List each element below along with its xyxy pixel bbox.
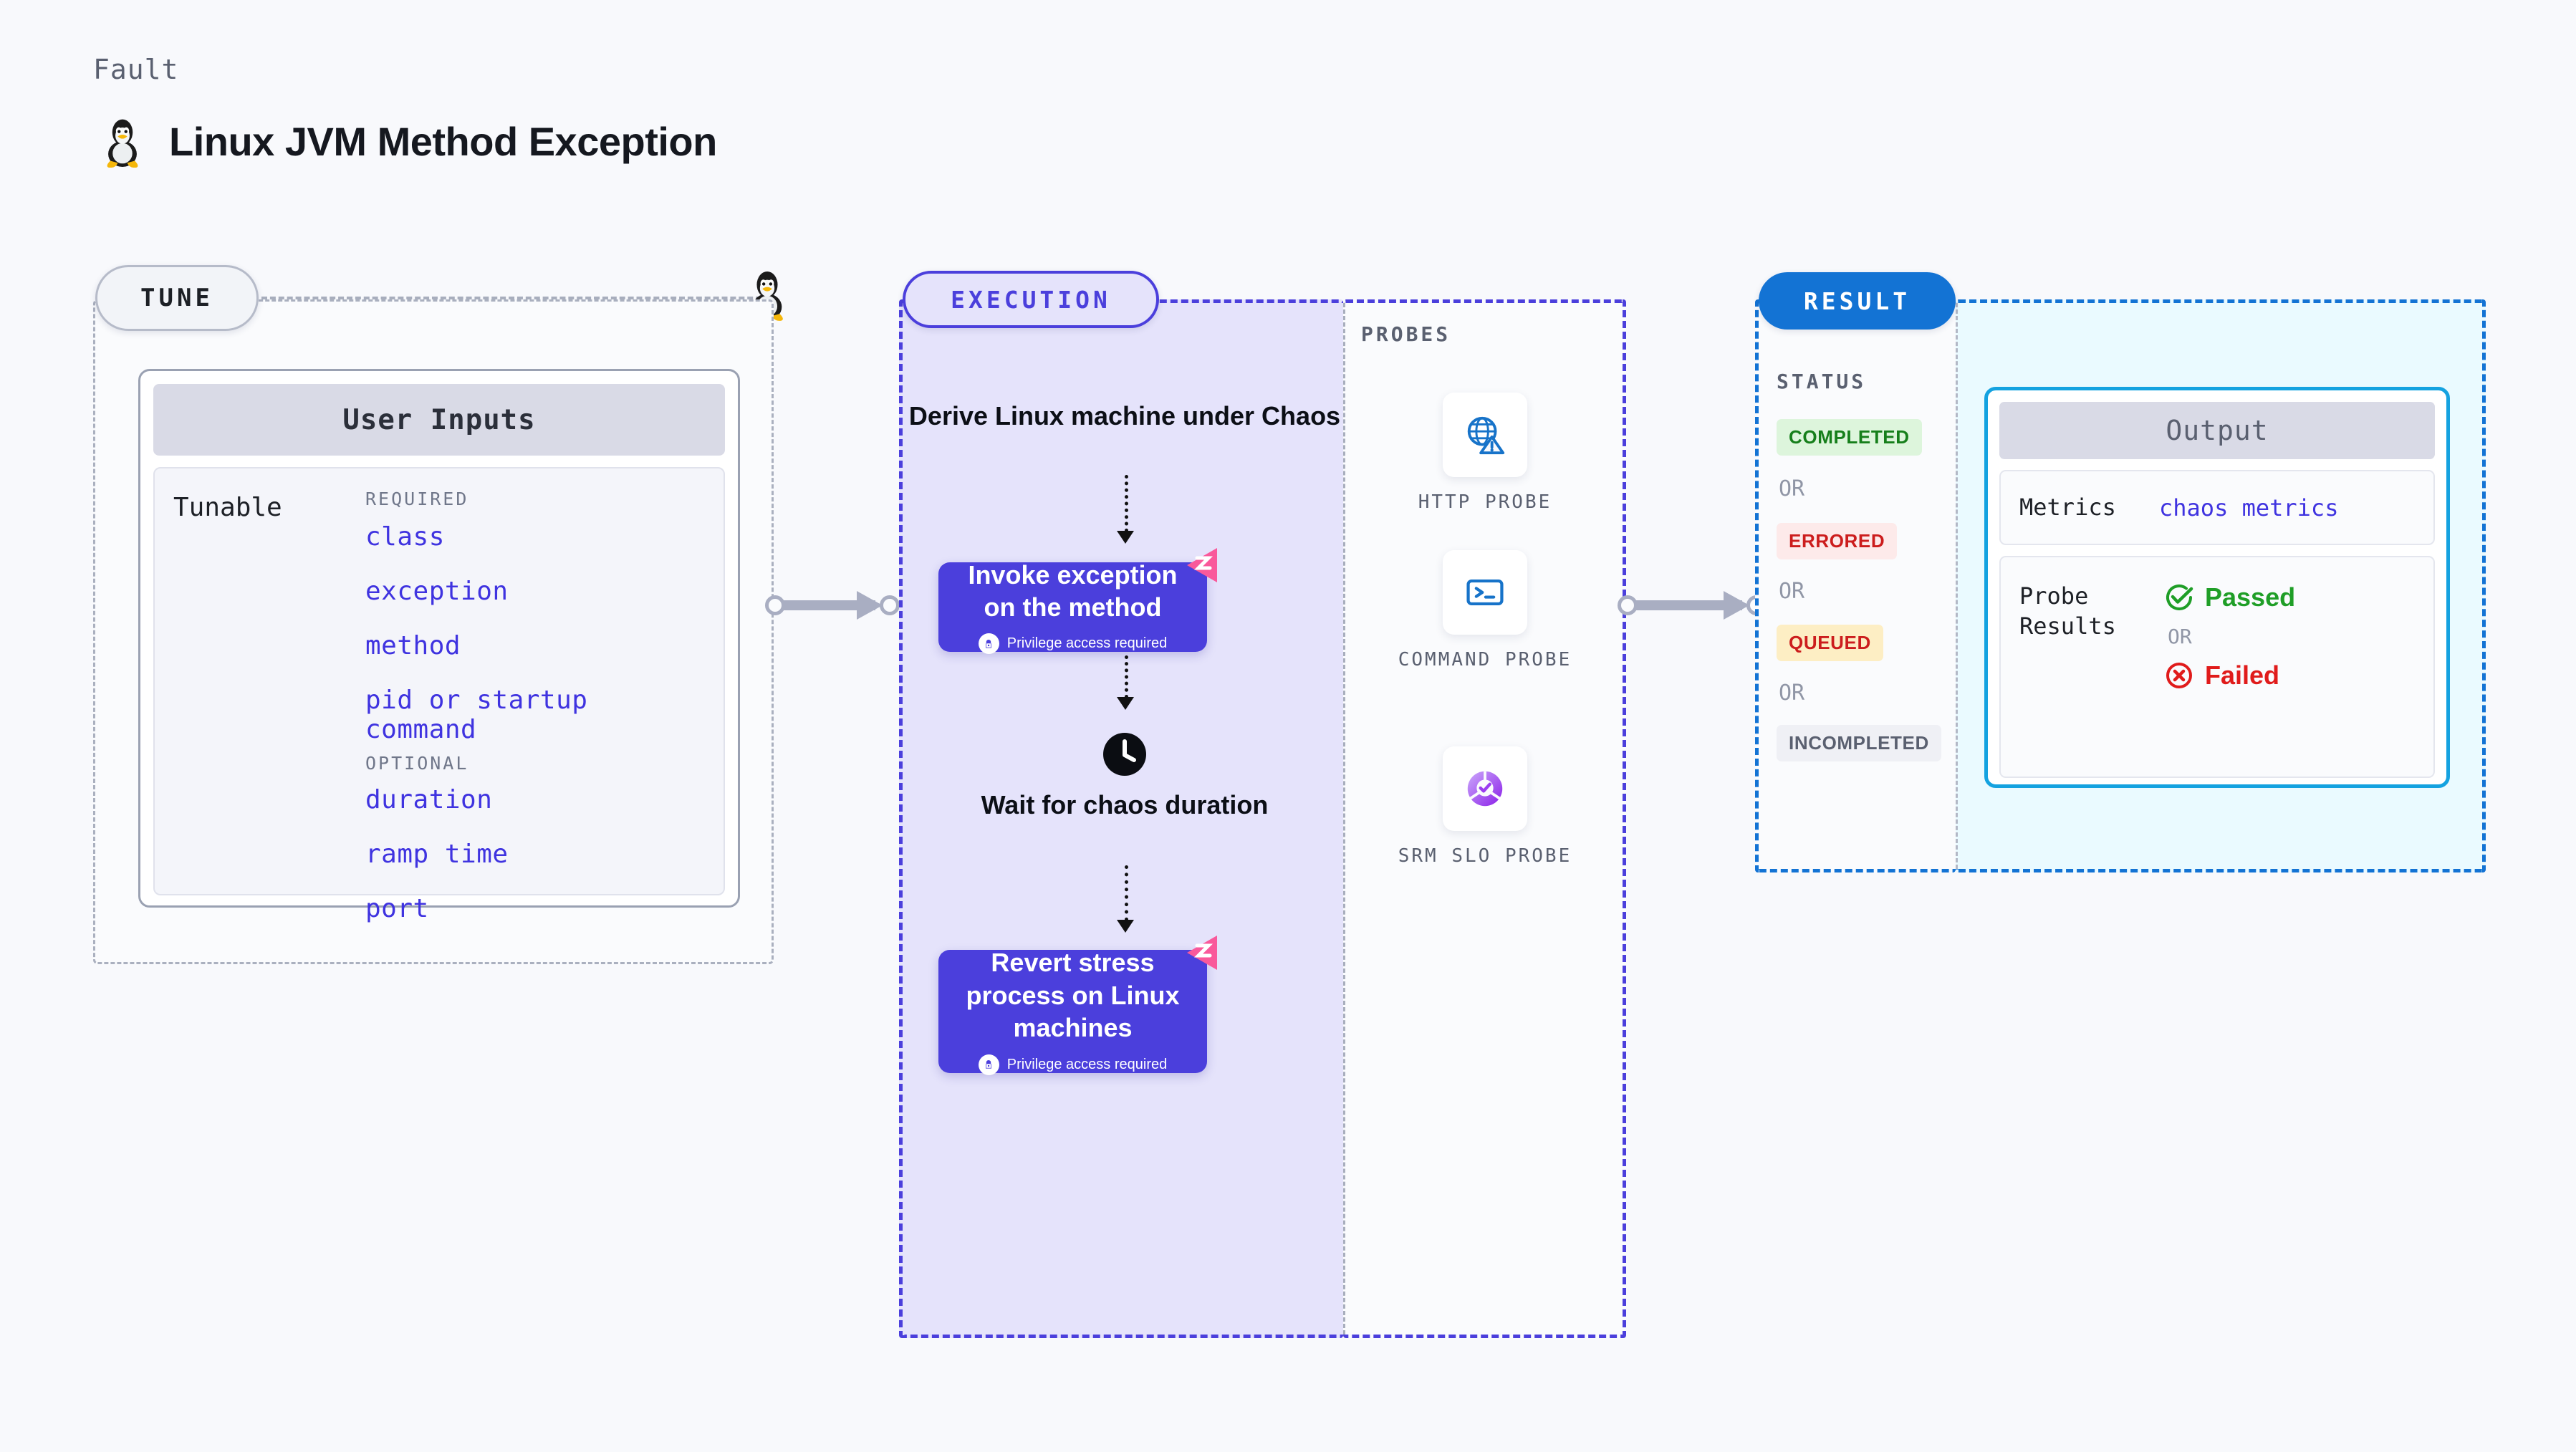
flow-arrow-3 xyxy=(1125,865,1128,921)
flow-arrowhead-1 xyxy=(1117,531,1134,544)
probe-result-passed-label: Passed xyxy=(2205,582,2296,612)
tune-badge[interactable]: TUNE xyxy=(95,265,259,331)
result-status-panel xyxy=(1755,299,1956,872)
action-invoke-exception-label: Invoke exception on the method xyxy=(968,559,1178,622)
connector-line xyxy=(775,600,875,610)
connector-end-dot xyxy=(880,595,900,615)
result-badge[interactable]: RESULT xyxy=(1759,272,1956,330)
user-inputs-title: User Inputs xyxy=(153,384,725,456)
status-badge-incompleted: INCOMPLETED xyxy=(1777,725,1941,761)
probe-results-row: Probe Results Passed OR Failed xyxy=(1999,556,2435,778)
privilege-note-2: Privilege access required xyxy=(978,1054,1168,1075)
tunable-label: Tunable xyxy=(173,493,282,522)
status-badge-completed: COMPLETED xyxy=(1777,419,1922,456)
flow-arrowhead-3 xyxy=(1117,920,1134,933)
fault-eyebrow: Fault xyxy=(93,54,179,85)
probe-command-label: COMMAND PROBE xyxy=(1398,649,1572,670)
probe-http-tile[interactable] xyxy=(1443,393,1527,477)
probe-command[interactable]: COMMAND PROBE xyxy=(1395,550,1575,673)
connector-tune-to-execution xyxy=(765,591,908,620)
metrics-row: Metrics chaos metrics xyxy=(1999,470,2435,545)
chaos-flag-icon xyxy=(1187,548,1217,582)
check-circle-icon xyxy=(2166,585,2193,610)
connector-line xyxy=(1628,600,1742,610)
probes-title: PROBES xyxy=(1361,322,1451,346)
tunable-item-ramp-time[interactable]: ramp time xyxy=(365,840,509,869)
connector-start-dot xyxy=(1618,595,1638,615)
linux-penguin-icon xyxy=(107,119,138,168)
status-title: STATUS xyxy=(1777,370,1867,393)
action-revert-stress[interactable]: Revert stress process on Linux machines … xyxy=(938,936,1217,1075)
tunable-item-pid-or-startup-command[interactable]: pid or startup command xyxy=(365,686,588,744)
tunable-item-method[interactable]: method xyxy=(365,631,461,660)
status-badge-errored: ERRORED xyxy=(1777,523,1898,559)
group-label-required: REQUIRED xyxy=(365,489,469,509)
tunable-item-duration[interactable]: duration xyxy=(365,785,493,814)
tunable-list: REQUIRED class exception method pid or s… xyxy=(360,489,705,923)
tunable-item-port[interactable]: port xyxy=(365,894,429,923)
privilege-note-1-text: Privilege access required xyxy=(1006,635,1168,652)
probe-command-tile[interactable] xyxy=(1443,550,1527,635)
probe-http[interactable]: HTTP PROBE xyxy=(1395,393,1575,516)
metrics-value[interactable]: chaos metrics xyxy=(2159,494,2339,521)
chaos-flag-icon xyxy=(1187,936,1217,970)
action-revert-stress-label: Revert stress process on Linux machines xyxy=(966,948,1180,1043)
terminal-icon xyxy=(1466,579,1504,606)
page-title: Linux JVM Method Exception xyxy=(169,118,717,164)
connector-execution-to-result xyxy=(1618,591,1775,620)
flow-arrow-1 xyxy=(1125,475,1128,532)
user-inputs-card: User Inputs Tunable REQUIRED class excep… xyxy=(138,369,740,923)
probe-srm-slo[interactable]: SRM SLO PROBE xyxy=(1395,746,1575,870)
srm-slo-donut-check-icon xyxy=(1467,771,1503,807)
tune-connector-line xyxy=(261,297,770,299)
status-or-1: OR xyxy=(1779,476,1805,501)
connector-arrowhead xyxy=(857,591,883,620)
tune-panel: User Inputs Tunable REQUIRED class excep… xyxy=(93,299,774,964)
execution-flow: Derive Linux machine under Chaos Invoke … xyxy=(903,303,1347,1335)
result-divider xyxy=(1956,303,1958,869)
metrics-key: Metrics xyxy=(2019,493,2116,521)
status-or-2: OR xyxy=(1779,579,1805,604)
probe-result-or: OR xyxy=(2168,625,2192,648)
probe-http-label: HTTP PROBE xyxy=(1418,491,1552,513)
probe-results-values: Passed OR Failed xyxy=(2159,582,2295,777)
status-or-3: OR xyxy=(1779,681,1805,706)
privilege-note-2-text: Privilege access required xyxy=(1006,1056,1168,1072)
probe-result-failed: Failed xyxy=(2163,660,2295,691)
lock-icon xyxy=(978,1054,999,1075)
connector-arrowhead xyxy=(1724,591,1749,620)
tunable-item-class[interactable]: class xyxy=(365,522,445,552)
output-card: Output Metrics chaos metrics Probe Resul… xyxy=(1984,387,2450,788)
group-label-optional: OPTIONAL xyxy=(365,753,469,774)
privilege-note-1: Privilege access required xyxy=(978,633,1168,655)
user-inputs-body: Tunable REQUIRED class exception method … xyxy=(153,467,725,923)
execution-badge[interactable]: EXECUTION xyxy=(903,271,1159,328)
execution-panel: Derive Linux machine under Chaos Invoke … xyxy=(899,299,1343,1338)
probe-result-failed-label: Failed xyxy=(2205,660,2280,690)
probes-divider xyxy=(1343,303,1345,1335)
action-invoke-exception[interactable]: Invoke exception on the method Privilege… xyxy=(938,548,1217,655)
flow-step-wait-duration: Wait for chaos duration xyxy=(981,790,1269,819)
flow-step-derive-machine: Derive Linux machine under Chaos xyxy=(908,401,1341,431)
flow-arrow-2 xyxy=(1125,655,1128,698)
flow-arrowhead-2 xyxy=(1117,697,1134,710)
probe-result-passed: Passed xyxy=(2163,582,2295,613)
connector-start-dot xyxy=(765,595,785,615)
tunable-item-exception[interactable]: exception xyxy=(365,577,509,606)
globe-warning-icon xyxy=(1467,416,1505,455)
page-title-row: Linux JVM Method Exception xyxy=(100,115,717,168)
x-circle-icon xyxy=(2166,663,2192,688)
output-title: Output xyxy=(1999,402,2435,459)
status-badge-queued: QUEUED xyxy=(1777,625,1883,661)
probe-srm-slo-tile[interactable] xyxy=(1443,746,1527,831)
probe-results-key: Probe Results xyxy=(2019,582,2116,640)
clock-icon xyxy=(1103,733,1146,776)
lock-icon xyxy=(978,633,999,655)
probe-srm-slo-label: SRM SLO PROBE xyxy=(1398,845,1572,867)
